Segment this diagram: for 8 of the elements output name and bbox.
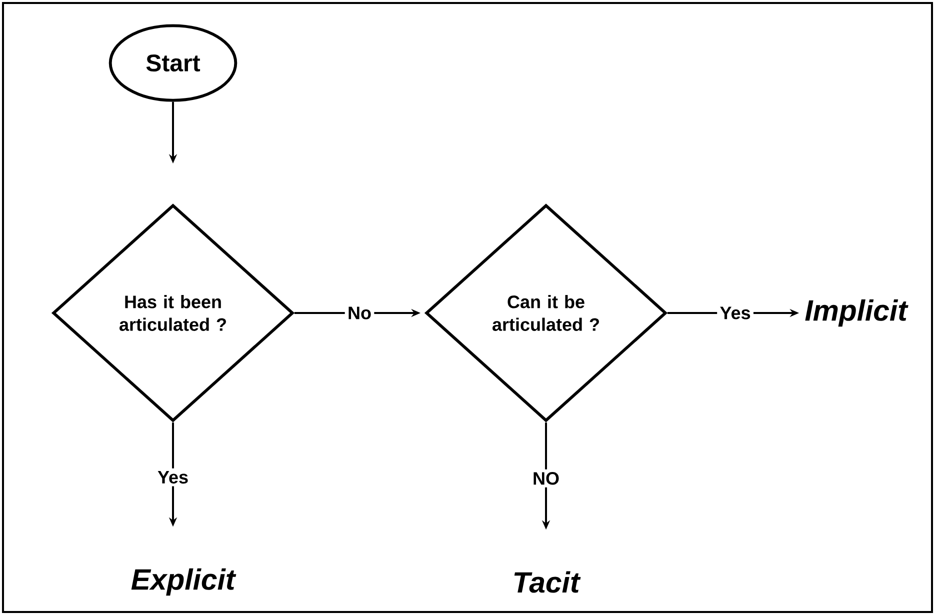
outcome-label: Implicit: [805, 299, 908, 327]
edge-label: NO: [530, 469, 562, 488]
edge-label: Yes: [717, 304, 754, 322]
start-oval: Start: [108, 24, 238, 102]
edge-label: Yes: [154, 468, 192, 486]
outcome-label: Explicit: [131, 568, 236, 596]
outcome-label: Tacit: [514, 571, 581, 593]
edge-label: No: [344, 304, 374, 322]
